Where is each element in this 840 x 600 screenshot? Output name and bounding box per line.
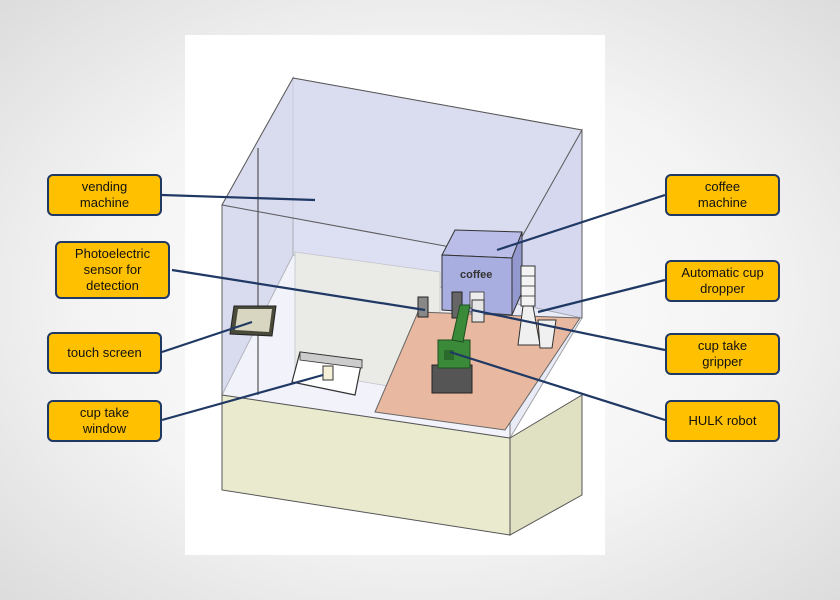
coffee-machine-device: coffee [441,229,523,316]
cup-take-window-shape [291,351,363,396]
label-coffee-machine: coffee machine [665,174,780,216]
leader-lines [161,193,666,422]
label-photoelectric-sensor: Photoelectric sensor for detection [55,241,170,299]
label-touch-screen: touch screen [47,332,162,374]
label-cup-take-window: cup take window [47,400,162,442]
label-cup-take-gripper: cup take gripper [665,333,780,375]
leader-cup-take-window [161,373,324,422]
label-hulk-robot: HULK robot [665,400,780,442]
leader-coffee-machine [496,193,666,252]
label-vending-machine: vending machine [47,174,162,216]
touch-screen-device [229,305,277,337]
cup-dropper-device [517,265,557,349]
leader-cup-gripper [471,308,666,352]
leader-vending-machine [161,193,316,202]
leader-photoelectric-sensor [171,268,426,312]
leader-cup-dropper [537,278,666,314]
coffee-machine-brand: coffee [460,269,492,281]
photoelectric-sensor-device [417,296,429,318]
label-automatic-cup-dropper: Automatic cup dropper [665,260,780,302]
leader-touch-screen [161,320,253,354]
cabinet-base [221,394,583,536]
leader-hulk-robot [449,350,666,422]
